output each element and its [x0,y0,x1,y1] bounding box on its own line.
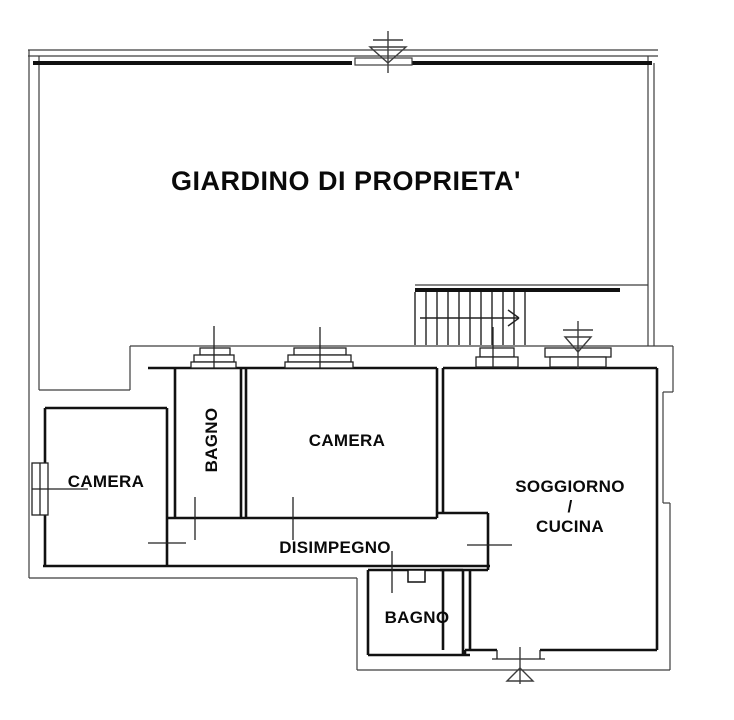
rear-entrance [492,647,545,684]
svg-text:CUCINA: CUCINA [536,517,604,536]
stair-direction-arrow-icon [420,309,520,327]
staircase [414,292,526,345]
room-label-bagno-bottom: BAGNO [385,608,450,627]
room-label-camera-middle: CAMERA [309,431,385,450]
svg-text:SOGGIORNO: SOGGIORNO [515,477,624,496]
room-label-soggiorno-cucina: SOGGIORNO / CUCINA [515,477,624,536]
main-entrance-icon [563,321,593,368]
rear-entrance-icon [505,647,535,684]
door-marks [148,497,512,593]
window-icon-3 [475,327,519,368]
room-label-disimpegno: DISIMPEGNO [279,538,391,557]
window-icon-2 [284,327,354,369]
inner-walls [43,366,659,657]
site-boundary [28,49,674,671]
bagno-bottom-shaft [407,569,426,583]
room-label-bagno-top: BAGNO [202,408,221,473]
garden-label: GIARDINO DI PROPRIETA' [171,166,521,196]
svg-text:/: / [567,497,572,516]
garden-gate [354,31,413,73]
window-icon-1 [190,326,237,369]
gate-entrance-icon [368,31,408,73]
room-label-camera-left: CAMERA [68,472,144,491]
fence-thick-lines [33,61,652,292]
window-icon-left-wall [31,462,88,516]
window-icons-top-wall [190,326,612,369]
